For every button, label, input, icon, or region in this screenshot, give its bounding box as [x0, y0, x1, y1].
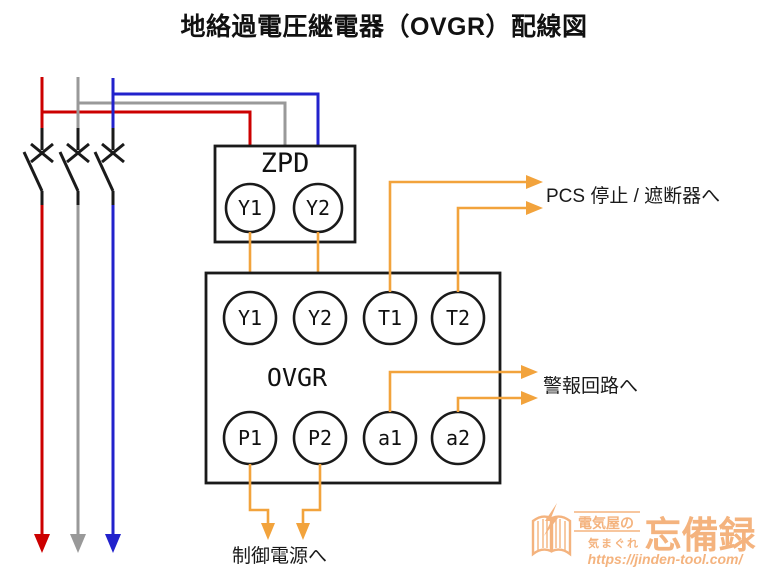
trip-output-wiring: PCS 停止 / 遮断器へ [388, 175, 720, 292]
alarm-destination-label: 警報回路へ [543, 375, 638, 397]
arrow-down-icon [261, 523, 275, 540]
ovgr-terminal-t2-label: T2 [446, 306, 470, 330]
ovgr-terminal-t1-label: T1 [378, 306, 402, 330]
ovgr-terminal-p1-label: P1 [238, 426, 262, 450]
phase-s-line [58, 77, 287, 553]
phase-t-branch-to-zpd [113, 92, 320, 146]
zpd-device: ZPD Y1 Y2 [213, 144, 357, 244]
wire-a2-to-alarm [456, 396, 522, 412]
arrow-right-icon [526, 201, 543, 215]
wire-p2-to-power [301, 464, 322, 524]
switch-blade [58, 151, 80, 192]
switch-blade [22, 151, 44, 192]
ovgr-label: OVGR [267, 363, 328, 392]
ovgr-terminal-y2 [292, 290, 348, 346]
logo-text-line2: 気まぐれ [588, 536, 640, 550]
control-power-label: 制御電源へ [232, 545, 327, 567]
phase-r-branch-to-zpd [42, 110, 252, 146]
ovgr-terminal-y1 [222, 290, 278, 346]
ovgr-device: OVGR Y1 Y2 T1 T2 P1 P2 a1 a2 [204, 271, 502, 485]
disconnect-switch-icon [22, 128, 54, 205]
phase-t-line [93, 78, 320, 553]
wire-t2-to-pcs [456, 206, 527, 292]
phase-s-arrow-icon [70, 534, 86, 553]
site-logo: 電気屋の 気まぐれ 忘備録 https://jinden-tool.com/ [531, 503, 757, 567]
ovgr-terminal-y2-label: Y2 [308, 306, 332, 330]
ovgr-terminal-y1-label: Y1 [238, 306, 262, 330]
wire-p1-to-power [248, 464, 270, 524]
logo-text-line3: 忘備録 [645, 515, 757, 556]
phase-t-arrow-icon [105, 534, 121, 553]
disconnect-switch-icon [93, 128, 125, 205]
switch-x-contact [30, 142, 54, 164]
arrow-down-icon [296, 523, 310, 540]
ovgr-terminal-a2-label: a2 [446, 426, 470, 450]
ovgr-terminal-a1-label: a1 [378, 426, 402, 450]
alarm-output-wiring: 警報回路へ [388, 365, 638, 412]
switch-blade [93, 151, 115, 192]
page-title: 地絡過電圧継電器（OVGR）配線図 [180, 13, 588, 41]
wire-t1-to-pcs [388, 180, 527, 292]
zpd-terminal-y1-label: Y1 [238, 196, 262, 220]
switch-x-contact [101, 142, 125, 164]
zpd-terminal-y2-label: Y2 [306, 196, 330, 220]
logo-book-icon [531, 515, 572, 557]
phase-r-arrow-icon [34, 534, 50, 553]
phase-r-line [22, 77, 252, 553]
wire-a1-to-alarm [388, 370, 522, 412]
logo-divider-lines [574, 511, 640, 532]
logo-url: https://jinden-tool.com/ [588, 551, 745, 567]
pcs-destination-label: PCS 停止 / 遮断器へ [546, 185, 720, 207]
arrow-right-icon [521, 365, 538, 379]
logo-text-line1: 電気屋の [578, 515, 634, 531]
ovgr-terminal-p2-label: P2 [308, 426, 332, 450]
arrow-right-icon [526, 175, 543, 189]
zpd-label: ZPD [261, 148, 310, 179]
arrow-right-icon [521, 391, 538, 405]
phase-s-branch-to-zpd [78, 101, 287, 146]
switch-x-contact [66, 142, 90, 164]
control-power-wiring: 制御電源へ [232, 464, 327, 567]
disconnect-switch-icon [58, 128, 90, 205]
